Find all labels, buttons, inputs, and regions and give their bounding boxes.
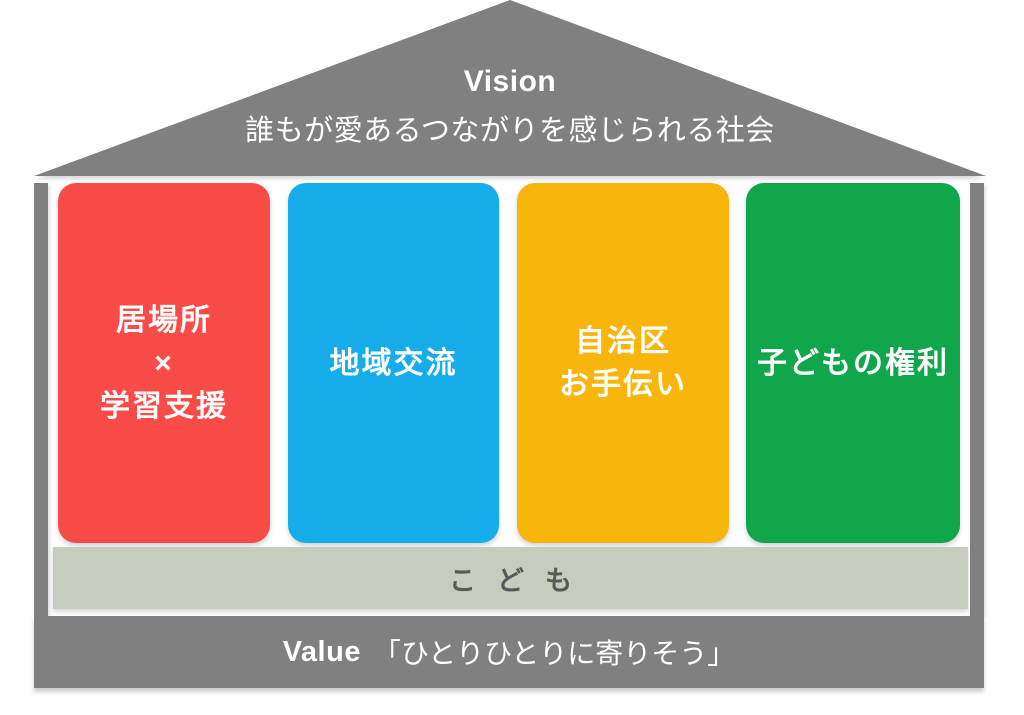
pillar-label: 自治区お手伝い — [559, 320, 687, 406]
pillar-label: 地域交流 — [330, 342, 458, 385]
value-statement: 「ひとりひとりに寄りそう」 — [372, 638, 736, 669]
value-heading: Value — [282, 635, 361, 668]
vision-subtitle: 誰もが愛あるつながりを感じられる社会 — [245, 115, 775, 147]
foundation-bar: こども — [53, 547, 968, 609]
pillar-label-line: 子どもの権利 — [757, 346, 949, 380]
pillar-label: 子どもの権利 — [757, 342, 949, 385]
pillar-label-line: お手伝い — [559, 368, 687, 401]
vision-title: Vision — [463, 65, 557, 98]
pillar-label-line: 居場所 — [116, 303, 212, 337]
value-bar: Value 「ひとりひとりに寄りそう」 — [34, 616, 984, 688]
right-wall — [970, 183, 984, 616]
pillar-label-line: × — [154, 346, 174, 380]
pillar-label: 居場所 × 学習支援 — [100, 299, 228, 428]
pillar-chiiki-koryu: 地域交流 — [288, 183, 499, 543]
foundation-label: こども — [449, 565, 593, 596]
left-wall — [34, 183, 48, 616]
pillar-kodomo-no-kenri: 子どもの権利 — [746, 183, 960, 543]
roof: Vision 誰もが愛あるつながりを感じられる社会 — [34, 0, 986, 176]
pillar-jichiku-otetsudai: 自治区お手伝い — [517, 183, 729, 543]
pillar-label-line: 学習支援 — [100, 389, 228, 423]
pillar-label-line: 地域交流 — [329, 346, 458, 380]
pillar-label-line: 自治区 — [575, 325, 671, 358]
pillar-ibasho-gakushu-shien: 居場所 × 学習支援 — [58, 183, 270, 543]
